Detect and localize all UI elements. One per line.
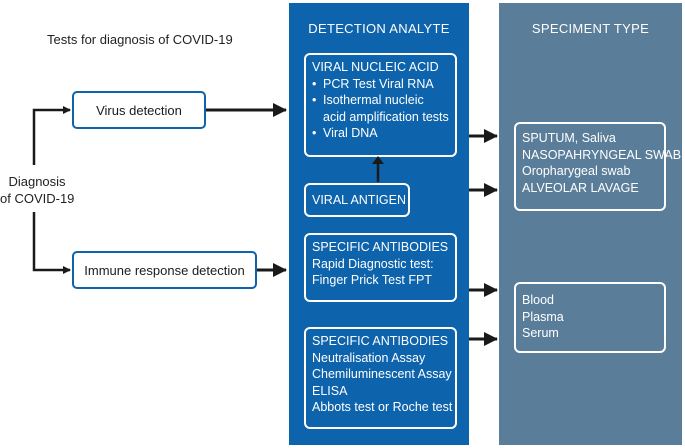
nucleic-item: Isothermal nucleic acid amplification te… bbox=[312, 92, 449, 125]
diagram-title: Tests for diagnosis of COVID-19 bbox=[47, 32, 233, 47]
nucleic-heading: VIRAL NUCLEIC ACID bbox=[312, 60, 439, 74]
rapid-heading: SPECIFIC ANTIBODIES bbox=[312, 240, 449, 254]
specimen-item: Serum bbox=[522, 326, 559, 340]
specimen-item: Plasma bbox=[522, 309, 564, 324]
nucleic-item: PCR Test Viral RNA bbox=[312, 76, 449, 93]
nucleic-list: PCR Test Viral RNA Isothermal nucleic ac… bbox=[312, 76, 449, 142]
root-to-immune-connector bbox=[32, 212, 71, 274]
root-label-line1: Diagnosis bbox=[8, 174, 66, 189]
rapid-line: Finger Prick Test FPT bbox=[312, 273, 432, 287]
virus-detection-node: Virus detection bbox=[72, 91, 206, 129]
rapid-line: Rapid Diagnostic test: bbox=[312, 256, 434, 271]
lab-line: Chemiluminescent Assay bbox=[312, 367, 452, 381]
specific-antibodies-rapid-box: SPECIFIC ANTIBODIES Rapid Diagnostic tes… bbox=[304, 233, 457, 302]
lab-heading: SPECIFIC ANTIBODIES bbox=[312, 334, 449, 348]
specimen-item: SPUTUM, Saliva bbox=[522, 131, 616, 145]
root-node: Diagnosis of COVID-19 bbox=[0, 173, 74, 207]
lab-line: Abbots test or Roche test bbox=[312, 400, 453, 414]
nucleic-item: Viral DNA bbox=[312, 125, 449, 142]
respiratory-specimen-box: SPUTUM, Saliva NASOPAHRYNGEAL SWAB Oroph… bbox=[514, 122, 682, 211]
specimen-item: Oropharygeal swab bbox=[522, 164, 631, 178]
antigen-heading: VIRAL ANTIGEN bbox=[312, 192, 407, 207]
blood-specimen-box: Blood Plasma Serum bbox=[514, 282, 666, 353]
specimen-item: ALVEOLAR LAVAGE bbox=[522, 180, 639, 195]
specimen-item: NASOPAHRYNGEAL SWAB bbox=[522, 147, 682, 162]
specimen-item: Blood bbox=[522, 293, 554, 307]
immune-response-node: Immune response detection bbox=[72, 251, 257, 289]
specimen-type-header: SPECIMENT TYPE bbox=[531, 21, 650, 36]
root-label-line2: of COVID-19 bbox=[0, 191, 75, 206]
specific-antibodies-lab-box: SPECIFIC ANTIBODIES Neutralisation Assay… bbox=[304, 327, 457, 429]
lab-line: Neutralisation Assay bbox=[312, 350, 426, 365]
detection-analyte-header: DETECTION ANALYTE bbox=[308, 21, 450, 36]
viral-antigen-box: VIRAL ANTIGEN bbox=[304, 183, 410, 217]
specimen-type-panel bbox=[499, 3, 682, 445]
viral-nucleic-acid-box: VIRAL NUCLEIC ACID PCR Test Viral RNA Is… bbox=[304, 53, 457, 157]
lab-line: ELISA bbox=[312, 383, 348, 398]
root-to-virus-connector bbox=[32, 106, 71, 165]
